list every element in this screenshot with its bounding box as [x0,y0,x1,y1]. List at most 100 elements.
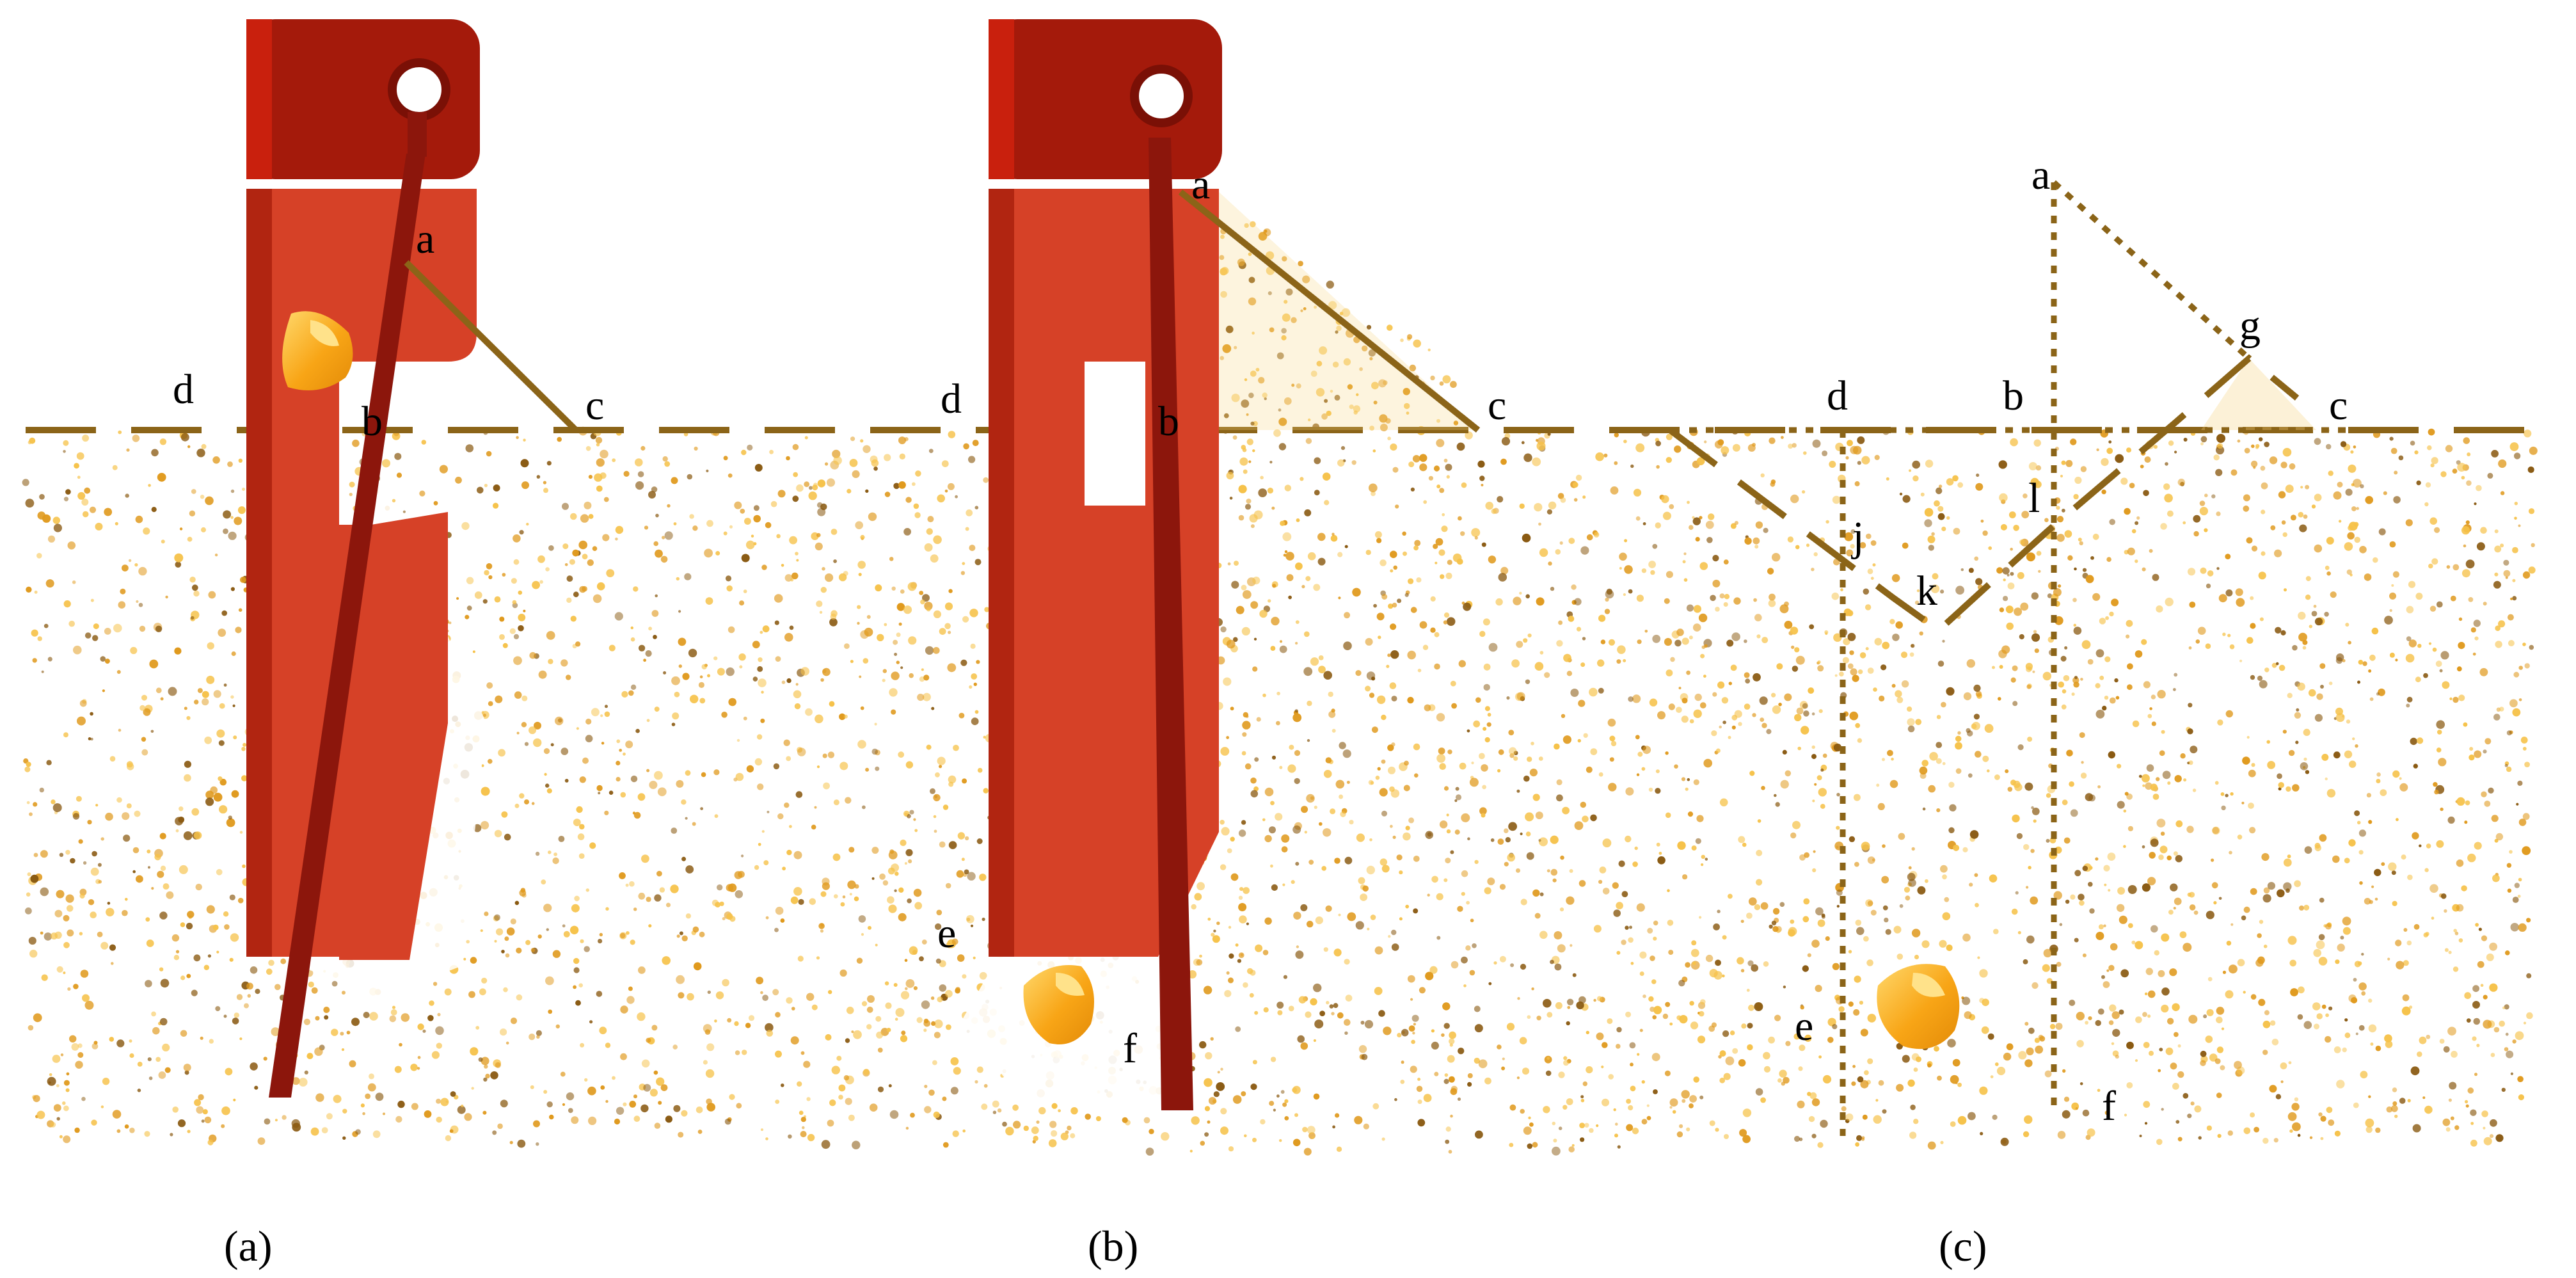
soil-particle [1902,542,1909,549]
soil-particle [1652,543,1658,549]
soil-particle [2188,1014,2198,1024]
soil-particle [1491,508,1497,515]
soil-particle [1861,1137,1865,1141]
soil-particle [137,1089,141,1092]
soil-particle [2161,730,2165,734]
soil-particle [1881,875,1889,884]
soil-particle [1241,820,1246,825]
soil-particle [2139,1135,2142,1137]
soil-particle [2026,666,2032,673]
soil-particle [2186,826,2194,833]
soil-particle [1792,820,1801,829]
soil-particle [2162,771,2171,779]
soil-particle [726,585,733,592]
soil-particle [1419,621,1427,629]
soil-particle [818,923,825,929]
soil-particle [587,559,594,566]
soil-particle [685,865,694,874]
soil-particle [2368,998,2373,1003]
soil-particle [849,459,858,467]
soil-particle [494,596,501,603]
soil-particle [1848,950,1852,954]
soil-particle [2480,527,2487,534]
soil-particle [486,451,492,457]
soil-particle [857,605,861,609]
soil-particle [2270,1020,2276,1026]
soil-particle [1852,675,1859,682]
soil-particle [2376,772,2381,777]
soil-particle [788,1134,792,1139]
soil-particle [2001,645,2010,654]
soil-particle [2167,1018,2174,1025]
soil-particle [1264,787,1274,797]
soil-particle [1562,735,1571,744]
soil-particle [2354,536,2360,543]
soil-particle [713,656,718,660]
soil-particle [2365,496,2373,504]
soil-particle [367,1083,376,1092]
soil-particle [992,1110,997,1114]
soil-particle [1946,944,1953,952]
soil-particle [2123,845,2126,848]
soil-particle [2394,1114,2398,1119]
soil-particle [844,643,850,649]
soil-particle [1699,1095,1704,1099]
soil-particle [2288,749,2295,756]
soil-particle [76,452,84,460]
soil-particle [1238,903,1247,911]
soil-particle [1921,940,1930,948]
soil-particle [901,1030,906,1035]
soil-particle [1511,659,1520,668]
soil-particle [1630,1085,1636,1092]
soil-particle [1522,1067,1529,1075]
soil-particle [599,932,603,937]
soil-particle [1960,568,1964,571]
soil-particle [494,914,500,921]
soil-particle [747,444,753,451]
soil-particle [1238,515,1244,521]
soil-particle [641,1059,650,1068]
soil-particle [1635,735,1640,740]
soil-particle [2142,883,2151,892]
soil-particle [2512,897,2519,903]
soil-particle [905,761,914,769]
soil-particle [1911,847,1915,851]
soil-particle [521,722,527,728]
soil-particle [2514,883,2520,888]
soil-particle [951,938,958,945]
soil-particle [1450,1114,1453,1118]
soil-particle [1973,684,1981,692]
soil-particle [109,1037,115,1042]
soil-particle [1264,229,1268,233]
soil-particle [860,534,865,540]
soil-particle [1448,1149,1452,1154]
soil-particle [396,472,402,478]
soil-particle [1506,1023,1515,1031]
soil-particle [2305,576,2311,582]
soil-particle [1738,1059,1746,1067]
soil-particle [134,810,141,817]
soil-particle [2461,526,2470,535]
soil-particle [100,656,106,662]
soil-particle [1484,1077,1491,1085]
soil-particle [436,1098,441,1104]
soil-particle [2150,838,2159,847]
soil-particle [1538,522,1541,526]
soil-particle [805,708,813,716]
soil-particle [1431,1029,1435,1033]
soil-particle [1239,887,1244,891]
soil-particle [1546,869,1550,873]
soil-particle [1907,706,1912,712]
soil-particle [2353,978,2357,982]
soil-particle [1566,896,1575,905]
soil-particle [2080,772,2087,779]
soil-particle [789,825,792,828]
soil-particle [1886,477,1889,481]
soil-particle [1205,1052,1212,1060]
soil-particle [630,637,635,642]
soil-particle [207,642,214,650]
soil-particle [137,1062,143,1067]
soil-particle [757,666,763,672]
soil-particle [424,1110,432,1118]
soil-particle [1307,700,1312,707]
